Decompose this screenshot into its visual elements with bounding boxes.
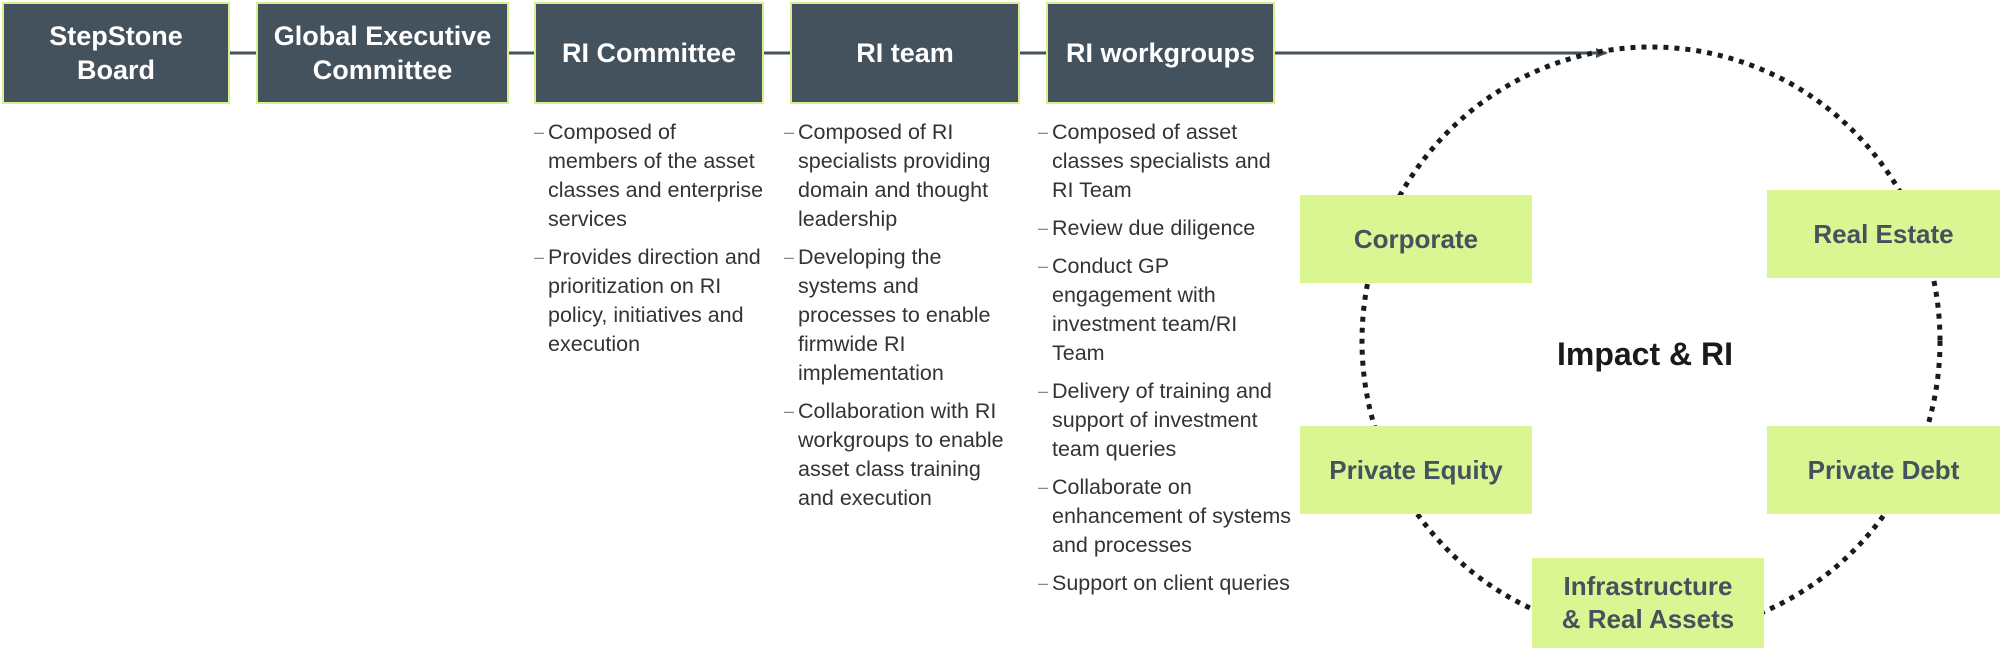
list-item-text: Provides direction and prioritization on… [548, 245, 761, 356]
list-item: –Composed of members of the asset classe… [534, 118, 766, 234]
list-item: –Provides direction and prioritization o… [534, 243, 766, 359]
list-item-text: Delivery of training and support of inve… [1052, 379, 1272, 461]
global-executive-committee-label: Global Executive Committee [273, 21, 492, 85]
list-item: –Conduct GP engagement with investment t… [1038, 252, 1294, 368]
ri-team-label: RI team [856, 38, 954, 68]
ri-committee-box: RI Committee [534, 2, 764, 104]
infrastructure-real-assets-tile: Infrastructure & Real Assets [1532, 558, 1764, 648]
list-item-text: Composed of asset classes specialists an… [1052, 120, 1271, 202]
list-item-text: Conduct GP engagement with investment te… [1052, 254, 1238, 365]
ri-workgroups-label: RI workgroups [1065, 38, 1255, 68]
infrastructure-real-assets-label: Infrastructure & Real Assets [1561, 571, 1735, 634]
list-item: –Support on client queries [1038, 569, 1294, 598]
dash-bullet: – [1038, 122, 1049, 142]
dotted-circle [1359, 44, 1943, 638]
ri-team-box: RI team [790, 2, 1020, 104]
private-equity-tile: Private Equity [1300, 426, 1532, 514]
list-item: –Collaboration with RI workgroups to ena… [784, 397, 1016, 513]
dash-bullet: – [534, 122, 545, 142]
ri-committee-label: RI Committee [561, 38, 737, 68]
stepstone-board-label: StepStone Board [49, 21, 183, 85]
list-item-text: Review due diligence [1052, 216, 1256, 240]
list-item-text: Composed of members of the asset classes… [548, 120, 764, 231]
ri-committee-description: –Composed of members of the asset classe… [534, 118, 766, 368]
list-item: –Review due diligence [1038, 214, 1294, 243]
list-item-text: Collaboration with RI workgroups to enab… [798, 399, 1004, 510]
dash-bullet: – [784, 122, 795, 142]
list-item: –Developing the systems and processes to… [784, 243, 1016, 388]
list-item-text: Support on client queries [1052, 571, 1290, 595]
dash-bullet: – [1038, 256, 1049, 276]
dash-bullet: – [534, 247, 545, 267]
corporate-label: Corporate [1353, 223, 1479, 254]
real-estate-label: Real Estate [1813, 218, 1954, 249]
circle-center-label: Impact & RI [1556, 336, 1734, 372]
list-item-text: Composed of RI specialists providing dom… [798, 120, 991, 231]
private-equity-label: Private Equity [1329, 454, 1503, 485]
list-item-text: Collaborate on enhancement of systems an… [1052, 475, 1292, 557]
list-item: –Composed of asset classes specialists a… [1038, 118, 1294, 205]
ri-workgroups-box: RI workgroups [1046, 2, 1275, 104]
ri-team-description: –Composed of RI specialists providing do… [784, 118, 1016, 522]
dash-bullet: – [1038, 381, 1049, 401]
dash-bullet: – [784, 401, 795, 421]
global-executive-committee-box: Global Executive Committee [256, 2, 509, 104]
list-item: –Composed of RI specialists providing do… [784, 118, 1016, 234]
list-item: –Delivery of training and support of inv… [1038, 377, 1294, 464]
private-debt-label: Private Debt [1807, 454, 1960, 485]
stepstone-board-box: StepStone Board [2, 2, 230, 104]
dash-bullet: – [1038, 218, 1049, 238]
dash-bullet: – [784, 247, 795, 267]
private-debt-tile: Private Debt [1767, 426, 2000, 514]
real-estate-tile: Real Estate [1767, 190, 2000, 278]
dash-bullet: – [1038, 477, 1049, 497]
corporate-tile: Corporate [1300, 195, 1532, 283]
dash-bullet: – [1038, 573, 1049, 593]
list-item-text: Developing the systems and processes to … [798, 245, 991, 385]
list-item: –Collaborate on enhancement of systems a… [1038, 473, 1294, 560]
ri-workgroups-description: –Composed of asset classes specialists a… [1038, 118, 1294, 607]
